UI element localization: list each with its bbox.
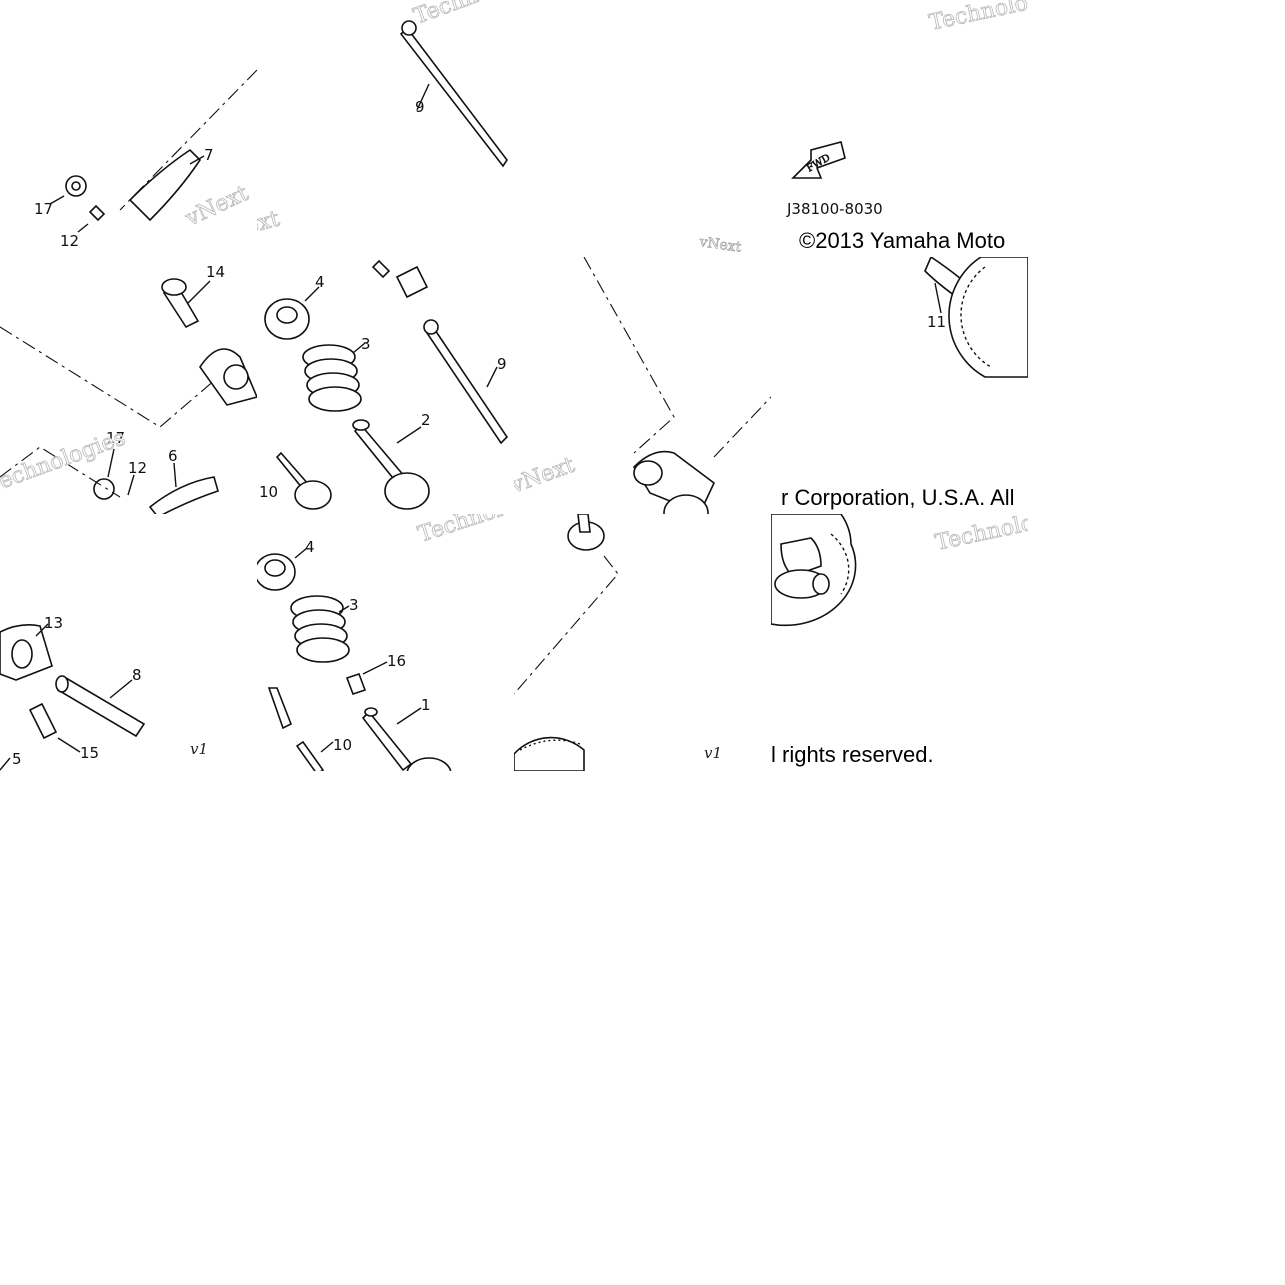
diagram-tile-r2c1: 4 3 16 1 10 Technologies (257, 514, 514, 771)
diagram-tile-r0c3: Technologies FWD J38100-8030 ©2013 Yamah… (771, 0, 1028, 257)
diagram-tile-r1c2: vNext (514, 257, 771, 514)
watermark-text: Technologies (415, 514, 514, 548)
diagram-tile-r2c4 (1028, 514, 1285, 771)
diagram-tile-r2c0: 13 8 15 5 v1 (0, 514, 257, 771)
callout-2: 2 (421, 411, 431, 429)
version-mark: v1 (190, 740, 208, 758)
watermark-text: Technologies (411, 0, 514, 30)
callout-17: 17 (106, 429, 125, 447)
callout-13: 13 (44, 614, 63, 632)
diagram-tile-r2c3: Technologies l rights reserved. (771, 514, 1028, 771)
callout-10: 10 (259, 483, 278, 501)
diagram-tile-r1c4 (1028, 257, 1285, 514)
diagram-tile-r0c2: vNext (514, 0, 771, 257)
callout-11: 11 (927, 313, 946, 331)
diagram-tile-r0c1: 9 Technologies vNext (257, 0, 514, 257)
fwd-arrow-icon: FWD (791, 141, 846, 179)
callout-9: 9 (497, 355, 507, 373)
callout-7: 7 (204, 146, 214, 164)
diagram-tile-r0c4 (1028, 0, 1285, 257)
diagram-tile-r2c2: v1 (514, 514, 771, 771)
diagram-tile-r1c1: 4 3 2 10 9 (257, 257, 514, 514)
callout-5: 5 (12, 750, 22, 768)
diagram-tile-r1c3: 11 r Corporation, U.S.A. All (771, 257, 1028, 514)
version-mark: v1 (704, 744, 722, 762)
watermark-text: vNext (257, 207, 282, 249)
callout-4: 4 (315, 273, 325, 291)
part-code: J38100-8030 (786, 200, 883, 218)
copyright-line-1: ©2013 Yamaha Moto (799, 228, 1005, 253)
valve-spring (302, 344, 362, 412)
watermark-text: Technologies (927, 0, 1028, 36)
callout-8: 8 (132, 666, 142, 684)
callout-17: 17 (34, 200, 53, 218)
valve-spring (290, 595, 350, 663)
watermark-text: vNext (514, 453, 578, 499)
callout-3: 3 (361, 335, 371, 353)
watermark-text: vNext (181, 181, 252, 232)
diagram-tile-r1c0: 14 17 12 6 Technologies (0, 257, 257, 514)
callout-1: 1 (421, 696, 431, 714)
cam-gear (948, 257, 1028, 378)
callout-12: 12 (60, 232, 79, 250)
callout-4: 4 (305, 538, 315, 556)
watermark-text: vNext (697, 234, 742, 256)
callout-3: 3 (349, 596, 359, 614)
watermark-text: Technologies (933, 514, 1028, 556)
diagram-tile-r0c0: 17 12 7 vNext (0, 0, 257, 257)
callout-14: 14 (206, 263, 225, 281)
callout-12: 12 (128, 459, 147, 477)
callout-15: 15 (80, 744, 99, 762)
copyright-line-2: r Corporation, U.S.A. All (781, 485, 1015, 510)
callout-9: 9 (415, 98, 425, 116)
callout-6: 6 (168, 447, 178, 465)
callout-10: 10 (333, 736, 352, 754)
callout-16: 16 (387, 652, 406, 670)
copyright-line-3: l rights reserved. (771, 742, 934, 767)
